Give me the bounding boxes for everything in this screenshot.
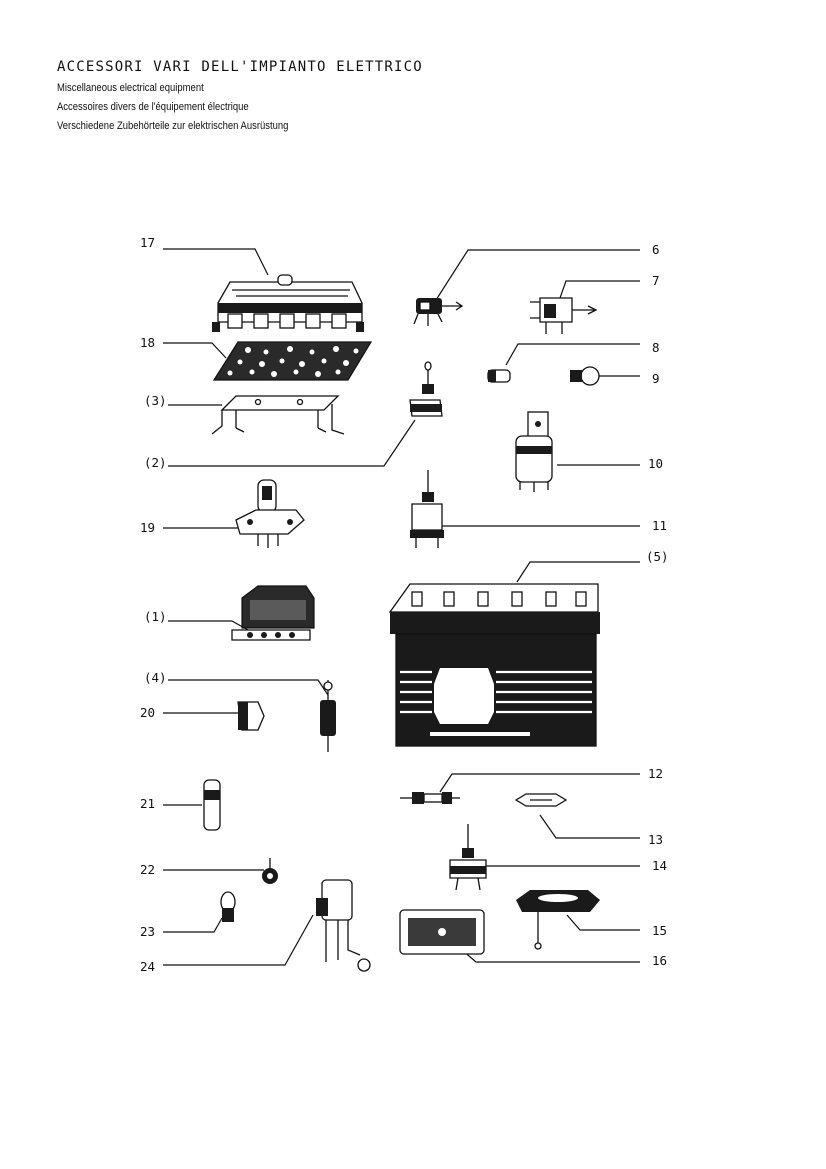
label-18: 18 <box>140 335 155 350</box>
part-8-bulb <box>487 369 511 383</box>
part-17-fuse-box <box>212 274 364 332</box>
label-20: 20 <box>140 705 155 720</box>
part-15-plate-lamp <box>516 890 600 950</box>
part-14-rotary-switch <box>449 824 487 891</box>
part-22-warning-lamp <box>262 858 278 884</box>
part-11-pull-switch <box>410 470 444 548</box>
label-15: 15 <box>652 923 667 938</box>
label-12: 12 <box>648 766 663 781</box>
label-9: 9 <box>652 371 660 386</box>
part-7-switch <box>530 297 598 334</box>
label-14: 14 <box>652 858 667 873</box>
label-11: 11 <box>652 518 667 533</box>
part-3-bracket <box>211 395 345 435</box>
part-10-relay <box>515 411 553 492</box>
subtitle-german: Verschiedene Zubehörteile zur elektrisch… <box>57 120 289 132</box>
part-13-festoon-lamp <box>514 793 568 807</box>
label-10: 10 <box>648 456 663 471</box>
label-24: 24 <box>140 959 155 974</box>
part-1-regulator <box>231 585 315 641</box>
label-17: 17 <box>140 235 155 250</box>
label-21: 21 <box>140 796 155 811</box>
label-3: (3) <box>144 393 167 408</box>
part-18-gasket <box>212 341 373 381</box>
label-22: 22 <box>140 862 155 877</box>
part-24-electric-unit <box>316 879 371 972</box>
part-23-small-bulb <box>220 891 236 922</box>
part-20-switch-cap <box>237 701 265 731</box>
part-19-lamp-holder <box>235 479 305 548</box>
label-23: 23 <box>140 924 155 939</box>
part-2-toggle-switch <box>409 361 443 417</box>
label-16: 16 <box>652 953 667 968</box>
label-13: 13 <box>648 832 663 847</box>
label-5: (5) <box>646 549 669 564</box>
part-6-ignition-switch <box>413 298 464 326</box>
label-8: 8 <box>652 340 660 355</box>
subtitle-english: Miscellaneous electrical equipment <box>57 82 204 94</box>
label-4: (4) <box>144 670 167 685</box>
page-title: ACCESSORI VARI DELL'IMPIANTO ELETTRICO <box>57 59 423 75</box>
label-1: (1) <box>144 609 167 624</box>
label-7: 7 <box>652 273 660 288</box>
part-9-bulb <box>570 366 600 386</box>
part-5-battery <box>388 583 600 747</box>
label-6: 6 <box>652 242 660 257</box>
part-12-in-line-fuse <box>400 792 460 804</box>
label-2: (2) <box>144 455 167 470</box>
label-19: 19 <box>140 520 155 535</box>
part-16-lens <box>399 909 485 955</box>
subtitle-french: Accessoires divers de l'équipement élect… <box>57 101 249 113</box>
part-4-fuse-holder <box>320 680 336 752</box>
part-21-fuse <box>203 779 221 831</box>
